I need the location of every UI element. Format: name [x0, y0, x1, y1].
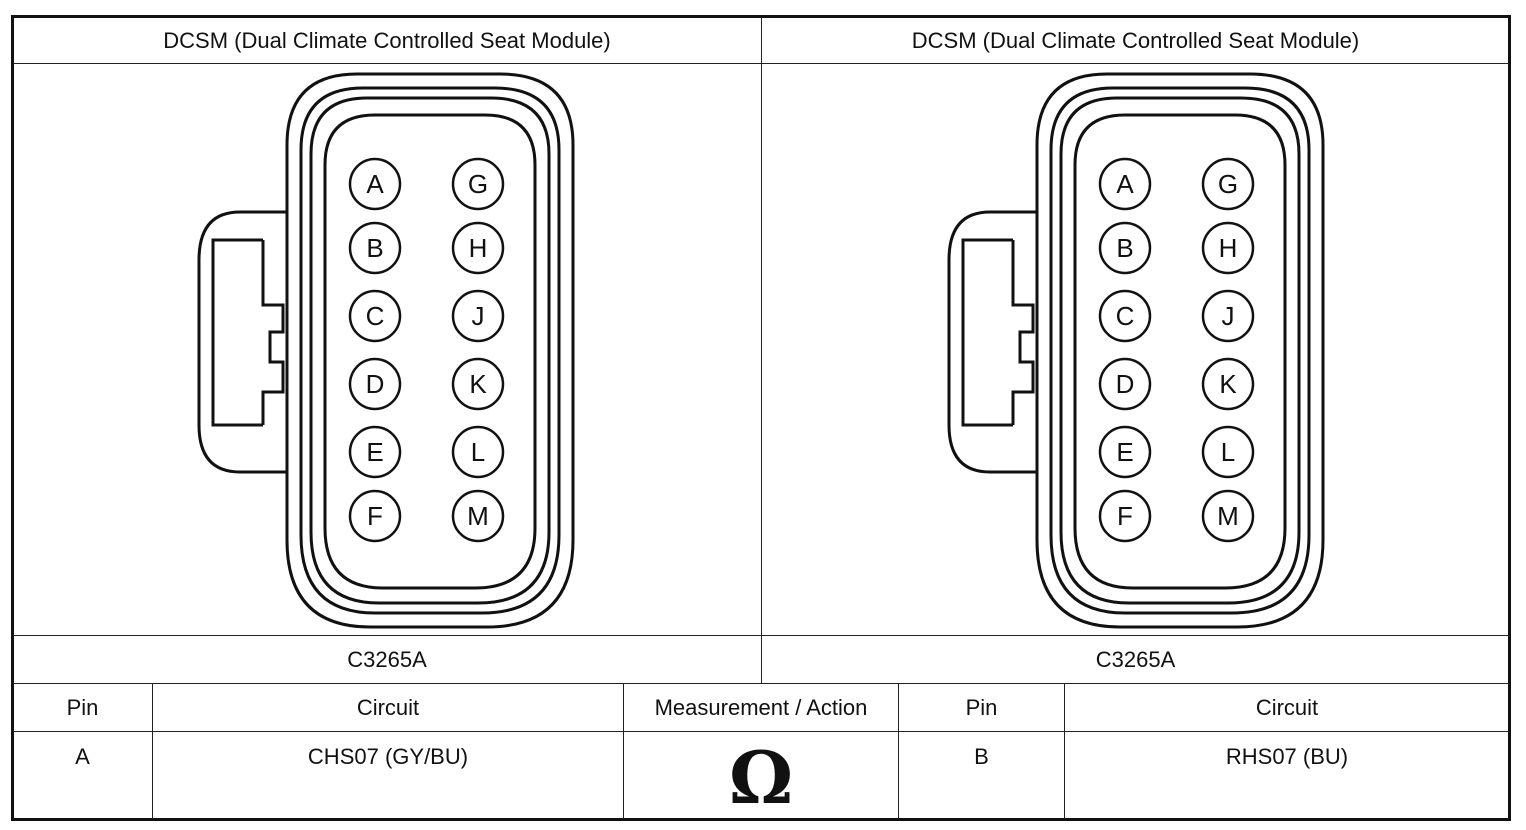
pin-H — [451, 221, 505, 275]
pin-label: C — [1116, 301, 1135, 331]
pin-B — [348, 221, 402, 275]
diagram-frame — [11, 15, 1511, 821]
col-divider-3 — [898, 683, 899, 819]
connector-latch-outer — [197, 210, 287, 474]
right-connector-id: C3265A — [1095, 647, 1176, 672]
pin-C — [348, 289, 402, 343]
pin-E — [1098, 425, 1152, 479]
pin-M — [451, 489, 505, 543]
connector-latch-outer — [947, 210, 1037, 474]
pin-label: L — [471, 437, 485, 467]
pin-G — [451, 157, 505, 211]
pin-label: J — [472, 301, 485, 331]
table-header-divider — [13, 731, 1509, 732]
right-connector-diagram: A B C D E F G H J K L M — [947, 72, 1325, 629]
pin-label: F — [367, 501, 383, 531]
pin-label: D — [1116, 369, 1135, 399]
table-header-circuit-2: Circuit — [1255, 695, 1319, 720]
pin-label: A — [366, 169, 384, 199]
pin-K — [451, 357, 505, 411]
connector-latch-inner — [211, 238, 263, 427]
connector-housing-ring-1 — [1049, 86, 1311, 615]
pin-L — [1201, 425, 1255, 479]
pin-label: M — [467, 501, 489, 531]
pin-label: F — [1117, 501, 1133, 531]
pin-label: M — [1217, 501, 1239, 531]
col-divider-4 — [1064, 683, 1065, 819]
left-connector-diagram: A B C D E F G H J K L M — [197, 72, 575, 629]
pin-label: K — [1219, 369, 1237, 399]
panel-divider — [761, 17, 762, 683]
pin-label: G — [468, 169, 488, 199]
pin-label: J — [1222, 301, 1235, 331]
pin-J — [1201, 289, 1255, 343]
pin-H — [1201, 221, 1255, 275]
pin-label: H — [1219, 233, 1238, 263]
pin-L — [451, 425, 505, 479]
table-cell-circuit-1: CHS07 (GY/BU) — [307, 744, 469, 769]
connector-housing-ring-2 — [1059, 96, 1301, 605]
pin-C — [1098, 289, 1152, 343]
left-connector-id: C3265A — [347, 647, 427, 672]
pin-M — [1201, 489, 1255, 543]
connector-housing-outer — [285, 72, 575, 629]
pin-label: C — [366, 301, 385, 331]
left-module-title: DCSM (Dual Climate Controlled Seat Modul… — [163, 28, 611, 53]
connector-housing-outer — [1035, 72, 1325, 629]
pin-A — [1098, 157, 1152, 211]
connector-latch-notch — [261, 240, 285, 425]
pin-label: L — [1221, 437, 1235, 467]
pin-F — [348, 489, 402, 543]
table-header-pin-1: Pin — [66, 695, 99, 720]
pin-D — [1098, 357, 1152, 411]
pin-label: A — [1116, 169, 1134, 199]
connector-latch-notch — [1011, 240, 1035, 425]
pin-B — [1098, 221, 1152, 275]
right-module-title: DCSM (Dual Climate Controlled Seat Modul… — [911, 28, 1360, 53]
pin-label: B — [1116, 233, 1133, 263]
connector-housing-ring-2 — [309, 96, 551, 605]
pin-A — [348, 157, 402, 211]
connector-latch-inner — [961, 238, 1013, 427]
pin-label: E — [366, 437, 383, 467]
pin-D — [348, 357, 402, 411]
table-cell-circuit-2: RHS07 (BU) — [1225, 744, 1349, 769]
col-divider-2 — [623, 683, 624, 819]
pin-label: G — [1218, 169, 1238, 199]
connector-cavity — [1073, 113, 1287, 590]
table-header-circuit-1: Circuit — [356, 695, 420, 720]
pin-K — [1201, 357, 1255, 411]
pin-G — [1201, 157, 1255, 211]
ohm-measurement-icon: Ω — [728, 735, 794, 820]
table-header-pin-2: Pin — [965, 695, 998, 720]
pin-E — [348, 425, 402, 479]
connector-cavity — [323, 113, 537, 590]
connector-id-divider — [13, 683, 1509, 684]
col-divider-1 — [152, 683, 153, 819]
table-cell-pin-2: B — [974, 744, 989, 769]
pin-label: B — [366, 233, 383, 263]
pin-label: H — [469, 233, 488, 263]
table-cell-pin-1: A — [75, 744, 90, 769]
pin-F — [1098, 489, 1152, 543]
pin-J — [451, 289, 505, 343]
connector-housing-ring-1 — [299, 86, 561, 615]
pin-label: E — [1116, 437, 1133, 467]
pin-label: K — [469, 369, 487, 399]
table-header-measurement: Measurement / Action — [654, 695, 868, 720]
pin-label: D — [366, 369, 385, 399]
